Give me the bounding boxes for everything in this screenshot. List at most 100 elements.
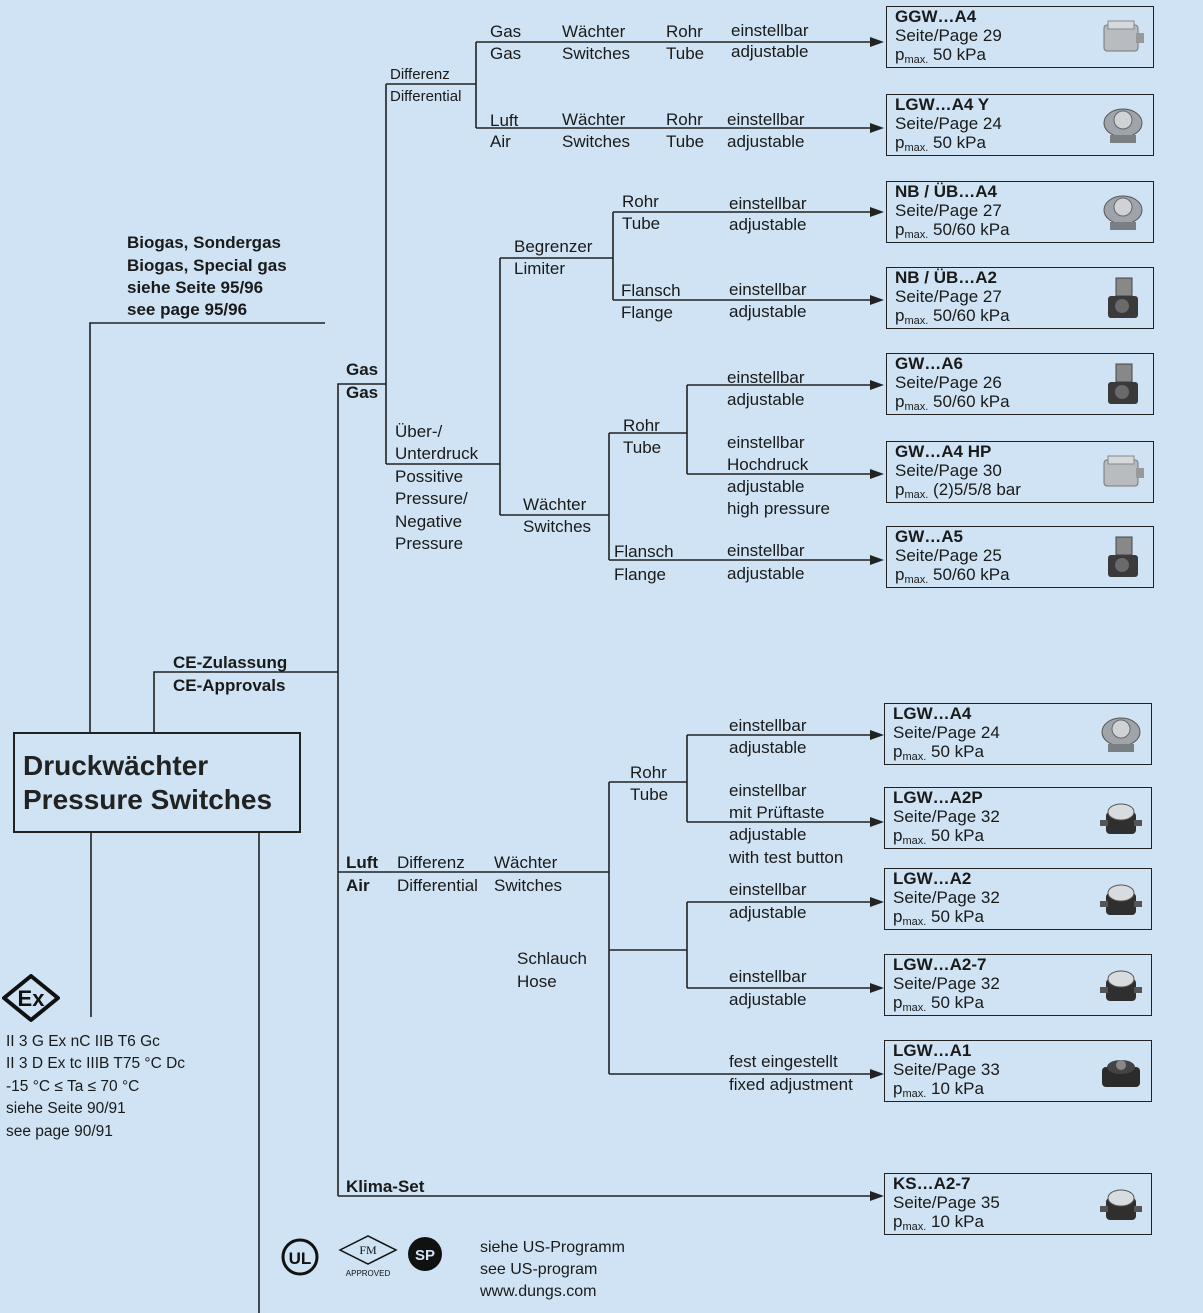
card-title: LGW…A4 Y [895,95,990,114]
fm-approved-icon: FM APPROVED [338,1235,398,1278]
card-pmax: pmax. 50/60 kPa [895,565,1010,586]
product-image [1103,195,1143,230]
ueber-l2: Unterdruck [395,444,479,463]
test-l3: adjustable [729,825,807,844]
card-title: LGW…A2P [893,788,983,807]
limiter-en: Limiter [514,259,566,278]
card-page: Seite/Page 33 [893,1060,1000,1079]
card-pmax: pmax. 50 kPa [893,993,984,1014]
air-tube-adj-de: einstellbar [729,716,807,735]
product-image [1103,108,1143,143]
diff-air-tube-de: Rohr [666,110,703,129]
ce-label-de: CE-Zulassung [173,653,288,672]
atex-l4: siehe Seite 90/91 [6,1100,126,1117]
card-pmax: pmax. 50 kPa [893,742,984,763]
hose-adj2-de: einstellbar [729,967,807,986]
product-image [1108,277,1138,318]
hose-en: Hose [517,972,557,991]
card-title: GW…A5 [895,527,963,546]
root-title-en: Pressure Switches [23,783,273,815]
card-page: Seite/Page 32 [893,974,1000,993]
ul-logo-icon: UL [281,1238,319,1276]
us-l1: siehe US-Programm [480,1239,625,1256]
biogas-line4: see page 95/96 [127,300,248,319]
klima-label: Klima-Set [346,1177,425,1196]
diff-air-adj-en: adjustable [727,132,805,151]
switch-tube-adj-en: adjustable [727,390,805,409]
diff-gas-adj-de: einstellbar [731,21,809,40]
ueber-l6: Pressure [395,534,464,553]
hose-adj1-en: adjustable [729,903,807,922]
limiter-flange-en: Flange [621,303,673,322]
switch-de: Wächter [523,495,587,514]
hp-l2: Hochdruck [727,455,809,474]
diff-air-tube-en: Tube [666,132,705,151]
card-pmax: pmax. 50/60 kPa [895,392,1010,413]
svg-text:SP: SP [415,1247,435,1264]
product-image [1103,20,1144,52]
hp-l1: einstellbar [727,433,805,452]
air-diff-en: Differential [397,876,478,895]
switch-flange-en: Flange [614,565,666,584]
ce-label-en: CE-Approvals [173,676,286,695]
air-tube-en: Tube [630,785,669,804]
limiter-tube-en: Tube [622,214,661,233]
svg-text:Ex: Ex [18,986,46,1011]
csa-logo-icon: SP [408,1237,442,1271]
product-image [1100,970,1142,1001]
switch-tube-adj-de: einstellbar [727,368,805,387]
product-image [1100,1189,1142,1220]
atex-l3: -15 °C ≤ Ta ≤ 70 °C [6,1078,140,1095]
air-switch-en: Switches [494,876,563,895]
card-pmax: pmax. 50 kPa [895,133,986,154]
limiter-flange-adj-de: einstellbar [729,280,807,299]
hose-adj1-de: einstellbar [729,880,807,899]
us-link[interactable]: www.dungs.com [480,1283,597,1300]
test-l2: mit Prüftaste [729,803,825,822]
card-title: NB / ÜB…A2 [895,268,998,287]
test-l4: with test button [729,848,844,867]
card-pmax: pmax. 50/60 kPa [895,306,1010,327]
fixed-en: fixed adjustment [729,1075,853,1094]
switch-en: Switches [523,517,592,536]
hp-l3: adjustable [727,477,805,496]
ex-icon: Ex [2,974,60,1022]
card-page: Seite/Page 29 [895,26,1002,45]
gas-label-en: Gas [346,383,379,402]
card-page: Seite/Page 32 [893,888,1000,907]
card-title: GGW…A4 [895,7,977,26]
air-diff-de: Differenz [397,853,465,872]
product-image [1103,455,1144,487]
limiter-flange-adj-en: adjustable [729,302,807,321]
diff-gas-switch-de: Wächter [562,22,626,41]
switch-flange-adj-de: einstellbar [727,541,805,560]
card-page: Seite/Page 24 [895,114,1002,133]
card-title: LGW…A1 [893,1041,972,1060]
air-tube-de: Rohr [630,763,667,782]
atex-l1: II 3 G Ex nC IIB T6 Gc [6,1033,160,1050]
card-pmax: pmax. 50 kPa [895,45,986,66]
product-image [1108,363,1138,404]
product-image [1102,1060,1140,1087]
root-title-de: Druckwächter [23,749,209,781]
card-page: Seite/Page 24 [893,723,1000,742]
svg-text:APPROVED: APPROVED [346,1269,391,1278]
diff-gas-de: Gas [490,22,522,41]
air-label-en: Air [346,876,370,895]
card-title: GW…A6 [895,354,963,373]
atex-l2: II 3 D Ex tc IIIB T75 °C Dc [6,1055,186,1072]
card-page: Seite/Page 25 [895,546,1002,565]
